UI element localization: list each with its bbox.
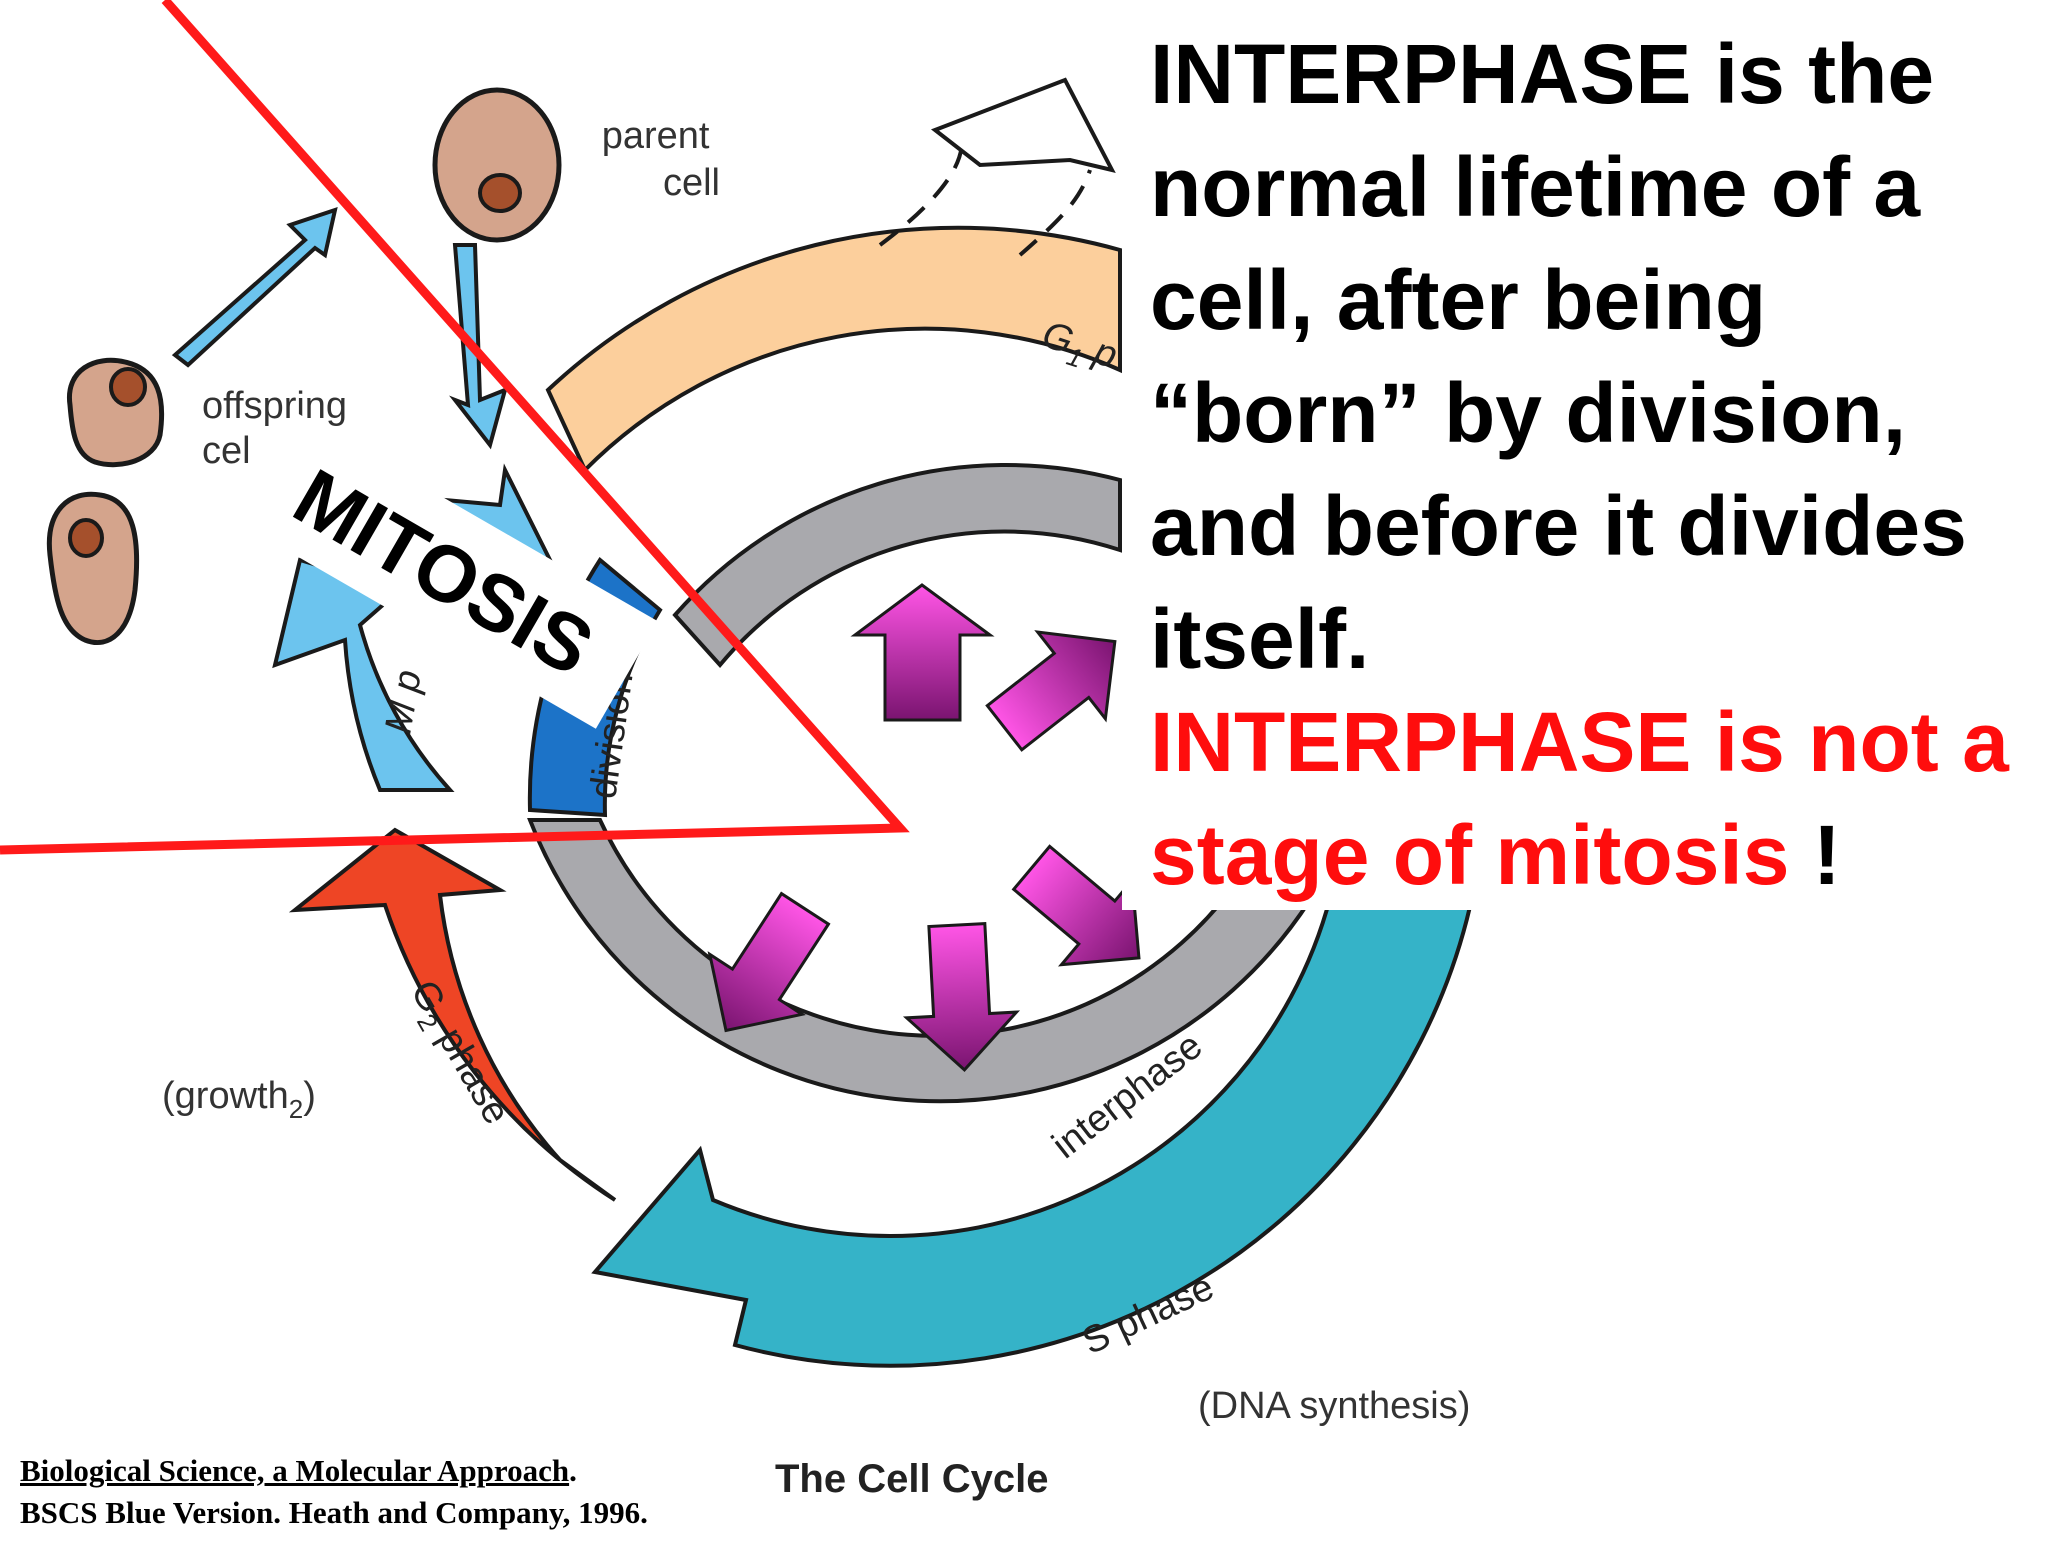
arrow-to-parent [171, 206, 338, 368]
parent-nucleus [478, 173, 522, 213]
dna-synthesis-label: (DNA synthesis) [1198, 1385, 1470, 1427]
explanation-panel: INTERPHASE is the normal lifetime of a c… [1122, 0, 2048, 910]
offspring-cell-upper [67, 357, 165, 468]
offspring-nucleus-upper [109, 367, 147, 407]
interphase-warning: INTERPHASE is not a stage of mitosis ! [1150, 686, 2048, 912]
magenta-arrow-down [902, 922, 1021, 1073]
warning-text: INTERPHASE is not a stage of mitosis [1150, 695, 2009, 902]
exclamation-mark: ! [1812, 808, 1841, 902]
m-phase-arc [272, 557, 455, 792]
parent-cell-label: parent cell [602, 115, 720, 204]
magenta-arrow-downleft [707, 891, 831, 1033]
growth2-label: (growth2) [162, 1075, 316, 1124]
source-citation: Biological Science, a Molecular Approach… [20, 1450, 780, 1534]
magenta-arrow-downright [1011, 844, 1141, 967]
magenta-arrow-upright [985, 630, 1117, 752]
citation-line-2: BSCS Blue Version. Heath and Company, 19… [20, 1495, 648, 1530]
parent-cell [432, 87, 562, 243]
interphase-ring [672, 462, 1122, 669]
offspring-cell-lower [46, 491, 140, 645]
magenta-arrows [707, 583, 1141, 1073]
magenta-arrow-up [850, 583, 995, 722]
offspring-cell-label: offspring cel [202, 385, 358, 472]
citation-line-1: Biological Science, a Molecular Approach… [20, 1450, 780, 1492]
arrow-from-parent [449, 243, 508, 450]
citation-period: . [569, 1453, 577, 1488]
g1-phase-arc [545, 225, 1122, 474]
interphase-definition: INTERPHASE is the normal lifetime of a c… [1150, 27, 1967, 686]
mitosis-wedge-line [0, 0, 910, 855]
diagram-title: The Cell Cycle [775, 1457, 1048, 1501]
g0-dashed-path [878, 129, 1092, 257]
citation-book-title: Biological Science, a Molecular Approach [20, 1453, 570, 1488]
g0-hollow-arrowhead [930, 77, 1116, 173]
offspring-nucleus-lower [68, 518, 104, 558]
m-phase-label: M p [378, 667, 430, 737]
g2-phase-arc [288, 827, 617, 1202]
s-phase-arc [591, 798, 1488, 1368]
